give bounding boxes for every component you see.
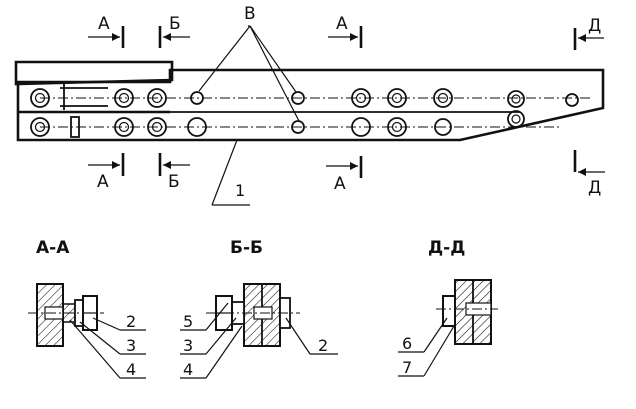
arrowhead (578, 34, 586, 42)
hole (187, 117, 207, 137)
spacer-block (70, 116, 80, 138)
top-plate (14, 60, 174, 86)
bolt-hole-inner (355, 92, 367, 104)
cut-label-a-bottom-mid: А (334, 174, 346, 194)
aa-leader-2 (92, 317, 121, 331)
section-dd-title: Д-Д (428, 238, 465, 258)
aa-part-4: 4 (126, 360, 136, 379)
arrowhead (350, 162, 358, 170)
bolt-hole (387, 117, 407, 137)
cut-markers: А Б А Д А Б А Д (88, 14, 605, 198)
bolt-hole (147, 88, 167, 108)
bb-leader-4 (205, 325, 243, 379)
hole (351, 117, 371, 137)
bolt-hole (147, 117, 167, 137)
bb-part-3: 3 (183, 336, 193, 355)
bolt-hole (433, 88, 453, 108)
hole (434, 118, 452, 136)
section-aa: А-А 2 3 4 (28, 238, 146, 379)
rivet-hole (190, 91, 204, 105)
aa-leader-4 (69, 319, 121, 379)
bolt-hole (30, 88, 50, 108)
dd-leader-7 (423, 325, 455, 377)
cut-label-d-bottom: Д (588, 178, 601, 198)
leader-v-2 (249, 25, 297, 93)
cut-label-a-bottom-left: А (97, 172, 109, 192)
arrowhead (350, 33, 358, 41)
bb-part-2: 2 (318, 336, 328, 355)
section-aa-title: А-А (36, 238, 70, 258)
callouts: В 1 (198, 4, 300, 206)
bolt-hole (351, 88, 371, 108)
rivet-hole (291, 120, 305, 134)
bolt-hole-inner (118, 92, 130, 104)
callout-1-label: 1 (235, 181, 245, 200)
bolt-hole (387, 88, 407, 108)
arrowhead (112, 161, 120, 169)
bolt-hole-inner (437, 92, 449, 104)
bb-leader-3 (205, 317, 237, 355)
section-bb: Б-Б 5 3 4 2 (180, 238, 338, 379)
dd-part-7: 7 (402, 358, 412, 377)
bolt-hole-inner (391, 121, 403, 133)
bolt-hole (30, 117, 50, 137)
beam-view (14, 60, 605, 142)
leader-1 (211, 139, 238, 206)
aa-part-3: 3 (126, 336, 136, 355)
bb-part-4: 4 (183, 360, 193, 379)
rivet-hole (291, 91, 305, 105)
dd-part-6: 6 (402, 334, 412, 353)
bolt-hole (114, 88, 134, 108)
arrowhead (578, 168, 586, 176)
bb-leader-5 (205, 302, 229, 331)
lower-holes (30, 110, 525, 138)
upper-holes (30, 88, 579, 108)
bolt-hole-inner (118, 121, 130, 133)
arrowhead (163, 161, 171, 169)
bolt-hole-inner (34, 121, 46, 133)
leader-v-1 (198, 25, 251, 92)
aa-leader-3 (79, 321, 121, 355)
bolt-hole-inner (511, 114, 521, 124)
rivet-hole (565, 93, 579, 107)
bolt-hole (507, 110, 525, 128)
bolt-hole-inner (511, 94, 521, 104)
callout-v-label: В (244, 4, 256, 24)
cut-label-b-bottom: Б (168, 172, 180, 192)
cut-label-a-top-left: А (98, 14, 110, 34)
section-dd: Д-Д 6 7 (398, 238, 498, 377)
bolt-hole-inner (151, 92, 163, 104)
bolt-hole (507, 90, 525, 108)
cut-label-a-top-mid: А (336, 14, 348, 34)
leader-v-3 (249, 25, 300, 122)
arrowhead (112, 33, 120, 41)
cut-label-d-top: Д (588, 16, 601, 36)
bolt-hole-inner (34, 92, 46, 104)
bolt-hole (114, 117, 134, 137)
bolt-hole-inner (151, 121, 163, 133)
aa-part-2: 2 (126, 312, 136, 331)
bb-leader-2 (285, 317, 311, 355)
dd-leader-6 (423, 317, 448, 353)
bolt-hole-inner (391, 92, 403, 104)
cut-label-b-top: Б (169, 14, 181, 34)
bb-part-5: 5 (183, 312, 193, 331)
section-bb-title: Б-Б (230, 238, 263, 258)
arrowhead (163, 33, 171, 41)
